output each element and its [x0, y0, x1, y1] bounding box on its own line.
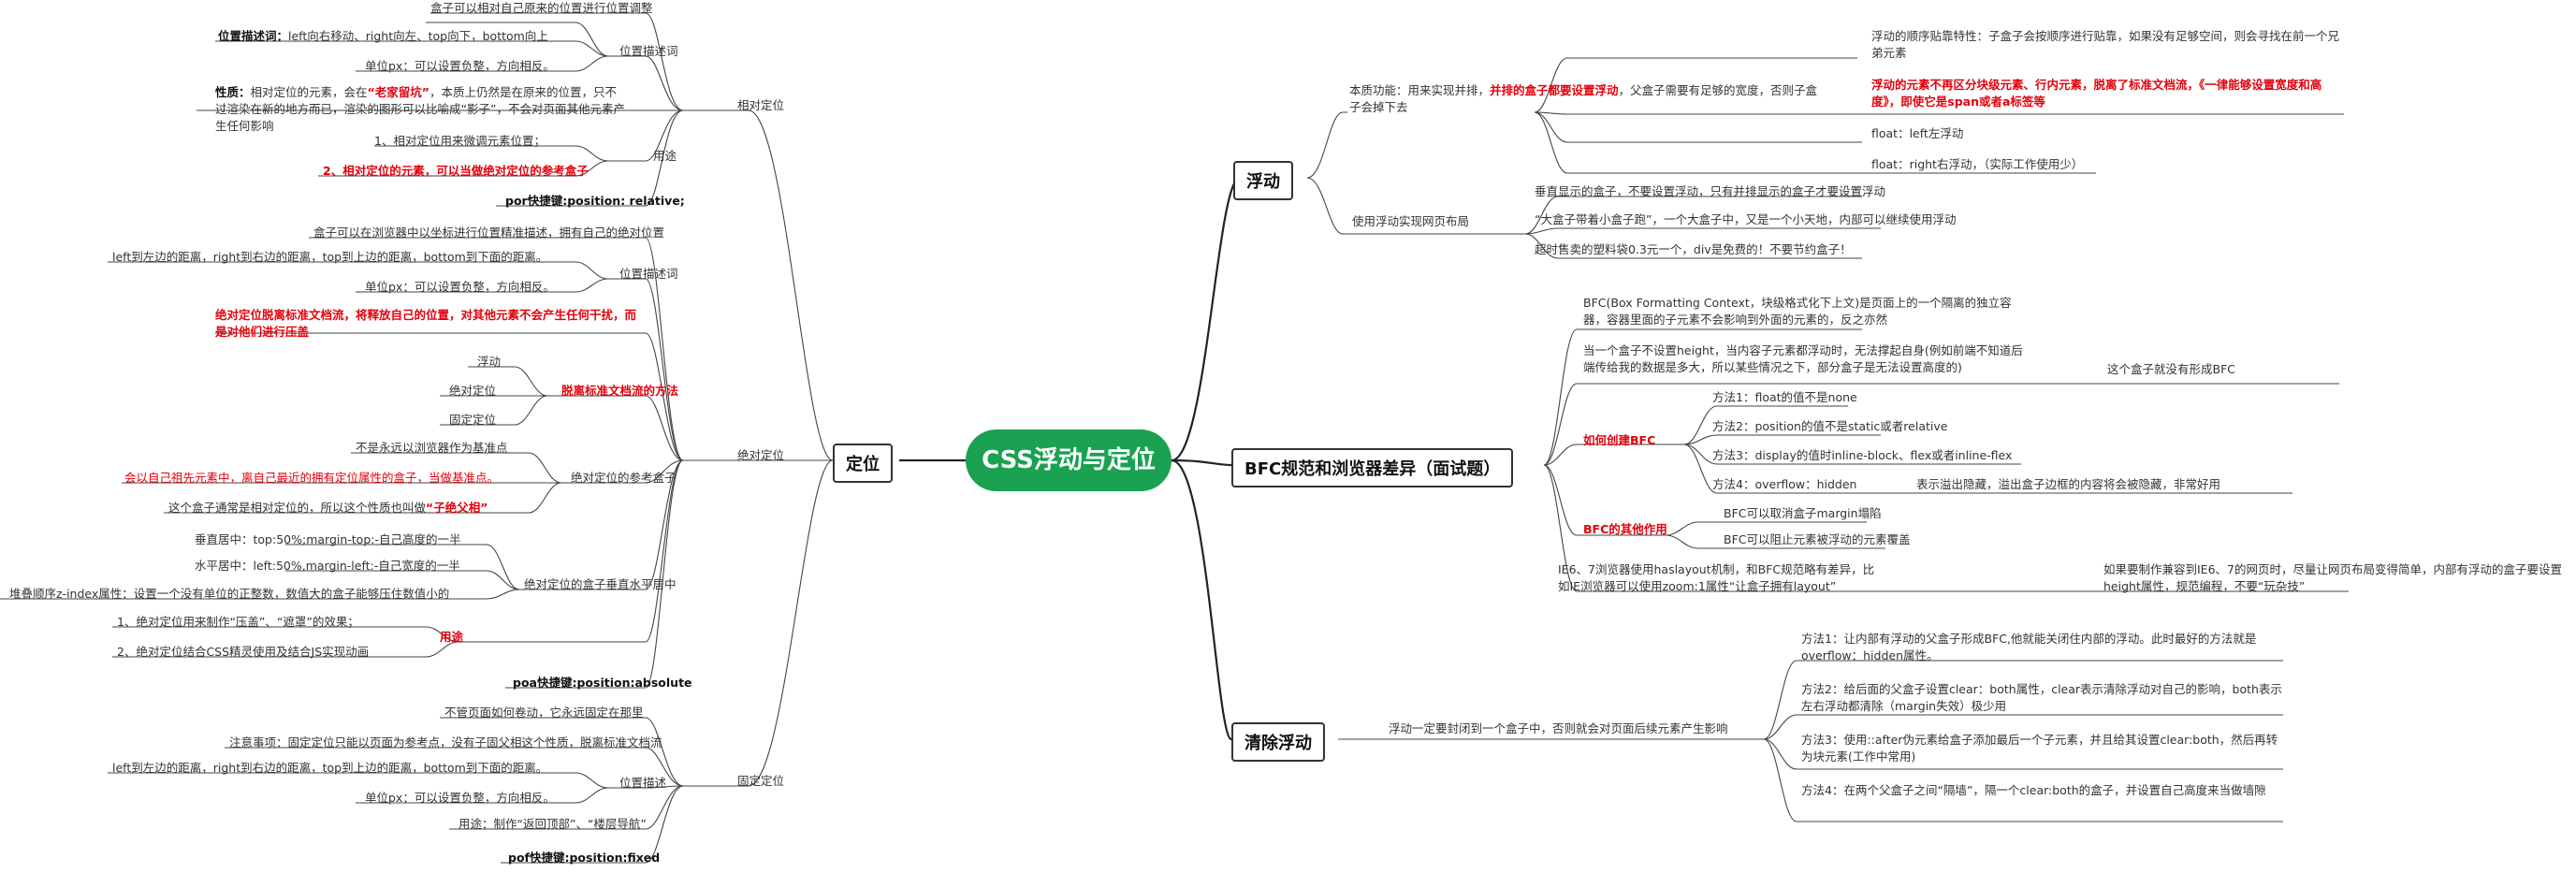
- relative-shortcut: por快捷键:position: relative;: [505, 194, 685, 208]
- bfc-other-1: BFC可以取消盒子margin塌陷: [1724, 506, 1882, 520]
- bfc-ie-haslayout: IE6、7浏览器使用haslayout机制，和BFC规范略有差异，比如IE浏览器…: [1558, 562, 1875, 593]
- bfc-other-2: BFC可以阻止元素被浮动的元素覆盖: [1724, 532, 1911, 546]
- fixed-item-2: 注意事项：固定定位只能以页面为参考点，没有子固父相这个性质，脱离标准文档流: [229, 735, 662, 749]
- branch-clear-float[interactable]: 清除浮动: [1231, 722, 1325, 762]
- absolute-center-group[interactable]: 绝对定位的盒子垂直水平居中: [524, 577, 677, 591]
- center-vertical: 垂直居中：top:50%;margin-top:-自己高度的一半: [195, 532, 461, 546]
- bfc-create-group[interactable]: 如何创建BFC: [1583, 433, 1656, 447]
- bfc-other-group[interactable]: BFC的其他作用: [1583, 522, 1667, 536]
- absolute-intro: 盒子可以在浏览器中以坐标进行位置精准描述，拥有自己的绝对位置: [313, 226, 665, 240]
- float-item-4: float：right右浮动，（实际工作使用少）: [1871, 157, 2084, 171]
- absolute-desc-2: 单位px：可以设置负整，方向相反。: [365, 280, 555, 294]
- branch-bfc[interactable]: BFC规范和浏览器差异（面试题）: [1231, 448, 1514, 487]
- fixed-desc-2: 单位px：可以设置负整，方向相反。: [365, 791, 555, 805]
- clear-method-3: 方法3：使用::after伪元素给盒子添加最后一个子元素，并且给其设置clear…: [1801, 733, 2278, 764]
- float-essence-highlight: 并排的盒子都要设置浮动: [1490, 83, 1619, 97]
- relative-title[interactable]: 相对定位: [737, 98, 785, 112]
- relative-nature-pre: 相对定位的元素，会在: [250, 85, 368, 99]
- relative-use-1: 1、相对定位用来微调元素位置；: [374, 134, 546, 148]
- center-horizontal: 水平居中：left:50%,margin-left:-自己宽度的一半: [195, 559, 460, 573]
- float-layout-group[interactable]: 使用浮动实现网页布局: [1352, 214, 1470, 228]
- relative-nature: 性质：相对定位的元素，会在“老家留坑”，本质上仍然是在原来的位置，只不过渲染在新…: [215, 84, 627, 135]
- relative-desc-label: 位置描述词：: [218, 29, 289, 43]
- absolute-desc-group[interactable]: 位置描述词: [619, 267, 678, 281]
- relative-desc-group[interactable]: 位置描述词: [619, 44, 678, 58]
- relative-nature-highlight: “老家留坑”: [367, 85, 429, 99]
- ref-item-3-text: 这个盒子通常是相对定位的，所以这个性质也叫做: [168, 501, 427, 515]
- absolute-use-1: 1、绝对定位用来制作“压盖”、“遮罩”的效果；: [117, 615, 359, 629]
- bfc-no-bfc-note: 这个盒子就没有形成BFC: [2107, 362, 2235, 376]
- bfc-no-height: 当一个盒子不设置height，当内容子元素都浮动时，无法撑起自身(例如前端不知道…: [1583, 343, 2023, 374]
- absolute-zindex: 堆叠顺序z-index属性：设置一个没有单位的正整数，数值大的盒子能够压住数值小…: [9, 587, 450, 601]
- absolute-title[interactable]: 绝对定位: [737, 448, 785, 462]
- bfc-create-2: 方法2：position的值不是static或者relative: [1712, 419, 1948, 433]
- clear-description: 浮动一定要封闭到一个盒子中，否则就会对页面后续元素产生影响: [1389, 721, 1728, 735]
- fixed-shortcut: pof快捷键:position:fixed: [508, 851, 661, 865]
- bfc-ie-note: 如果要制作兼容到IE6、7的网页时，尽量让网页布局变得简单，内部有浮动的盒子要设…: [2103, 562, 2562, 593]
- relative-nature-label: 性质：: [215, 85, 251, 99]
- clear-method-4: 方法4：在两个父盒子之间“隔墙”，隔一个clear:both的盒子，并设置自己高…: [1801, 783, 2266, 797]
- detach-absolute: 绝对定位: [449, 384, 497, 398]
- relative-use-2: 2、相对定位的元素，可以当做绝对定位的参考盒子: [323, 164, 589, 178]
- fixed-desc-group[interactable]: 位置描述: [619, 776, 667, 790]
- ref-item-1: 不是永远以浏览器作为基准点: [356, 441, 508, 455]
- relative-desc-line: 位置描述词：left向右移动、right向左、top向下，bottom向上: [218, 28, 548, 45]
- absolute-ref-group[interactable]: 绝对定位的参考盒子: [571, 471, 677, 485]
- ref-item-3: 这个盒子通常是相对定位的，所以这个性质也叫做“子绝父相”: [168, 500, 488, 517]
- fixed-item-1: 不管页面如何卷动，它永远固定在那里: [444, 706, 644, 720]
- detach-fixed: 固定定位: [449, 413, 497, 427]
- ref-item-2: 会以自己祖先元素中，离自己最近的拥有定位属性的盒子，当做基准点。: [124, 471, 500, 485]
- layout-item-1: 垂直显示的盒子，不要设置浮动，只有并排显示的盒子才要设置浮动: [1535, 184, 1886, 198]
- absolute-use-2: 2、绝对定位结合CSS精灵使用及结合JS实现动画: [117, 645, 370, 659]
- bfc-definition: BFC(Box Formatting Context，块级格式化下上文)是页面上…: [1583, 296, 2012, 327]
- float-item-2: 浮动的元素不再区分块级元素、行内元素，脱离了标准文档流，《一律能够设置宽度和高度…: [1871, 78, 2322, 109]
- bfc-overflow-note: 表示溢出隐藏，溢出盒子边框的内容将会被隐藏，非常好用: [1916, 477, 2221, 491]
- branch-float[interactable]: 浮动: [1233, 161, 1293, 200]
- float-item-3: float：left左浮动: [1871, 126, 1964, 140]
- fixed-title[interactable]: 固定定位: [737, 774, 785, 788]
- layout-item-3: 超时售卖的塑料袋0.3元一个，div是免费的！不要节约盒子！: [1535, 242, 1852, 256]
- clear-method-2: 方法2：给后面的父盒子设置clear：both属性，clear表示清除浮动对自己…: [1801, 682, 2282, 713]
- float-essence-post: ，父盒子需要有足够的宽度，否则子盒子会掉下去: [1349, 83, 1818, 114]
- relative-nature-post: ，本质上仍然是在原来的位置，只不过渲染在新的地方而已，渲染的图形可以比喻成“影子…: [215, 85, 625, 133]
- relative-desc-text: left向右移动、right向左、top向下，bottom向上: [288, 29, 548, 43]
- fixed-desc-1: left到左边的距离，right到右边的距离，top到上边的距离，bottom到…: [112, 761, 548, 775]
- layout-item-2: “大盒子带着小盒子跑”，一个大盒子中，又是一个小天地，内部可以继续使用浮动: [1535, 212, 1957, 226]
- bfc-create-3: 方法3：display的值时inline-block、flex或者inline-…: [1712, 448, 2013, 462]
- relative-use-group[interactable]: 用途: [653, 149, 677, 163]
- relative-intro: 盒子可以相对自己原来的位置进行位置调整: [430, 1, 653, 15]
- absolute-desc-1: left到左边的距离，right到右边的距离，top到上边的距离，bottom到…: [112, 250, 548, 264]
- detach-float: 浮动: [477, 355, 502, 369]
- bfc-create-4: 方法4：overflow：hidden: [1712, 477, 1857, 491]
- float-essence: 本质功能：用来实现并排，并排的盒子都要设置浮动，父盒子需要有足够的宽度，否则子盒…: [1349, 82, 1826, 116]
- absolute-detach-note: 绝对定位脱离标准文档流，将释放自己的位置，对其他元素不会产生任何干扰，而是对他们…: [215, 308, 637, 339]
- fixed-usage: 用途：制作“返回顶部”、“楼层导航”: [458, 817, 647, 831]
- absolute-detach-group[interactable]: 脱离标准文档流的方法: [561, 384, 679, 398]
- bfc-create-1: 方法1：float的值不是none: [1712, 390, 1857, 404]
- ref-item-3-highlight: “子绝父相”: [426, 501, 488, 515]
- float-item-1: 浮动的顺序贴靠特性：子盒子会按顺序进行贴靠，如果没有足够空间，则会寻找在前一个兄…: [1871, 29, 2340, 60]
- clear-method-1: 方法1：让内部有浮动的父盒子形成BFC,他就能关闭住内部的浮动。此时最好的方法就…: [1801, 632, 2257, 662]
- root-topic[interactable]: CSS浮动与定位: [966, 429, 1172, 491]
- absolute-use-group[interactable]: 用途: [440, 630, 464, 644]
- absolute-shortcut: poa快捷键:position:absolute: [513, 676, 692, 690]
- relative-unit: 单位px：可以设置负整，方向相反。: [365, 59, 555, 73]
- float-essence-pre: 本质功能：用来实现并排，: [1349, 83, 1491, 97]
- branch-positioning[interactable]: 定位: [833, 444, 893, 483]
